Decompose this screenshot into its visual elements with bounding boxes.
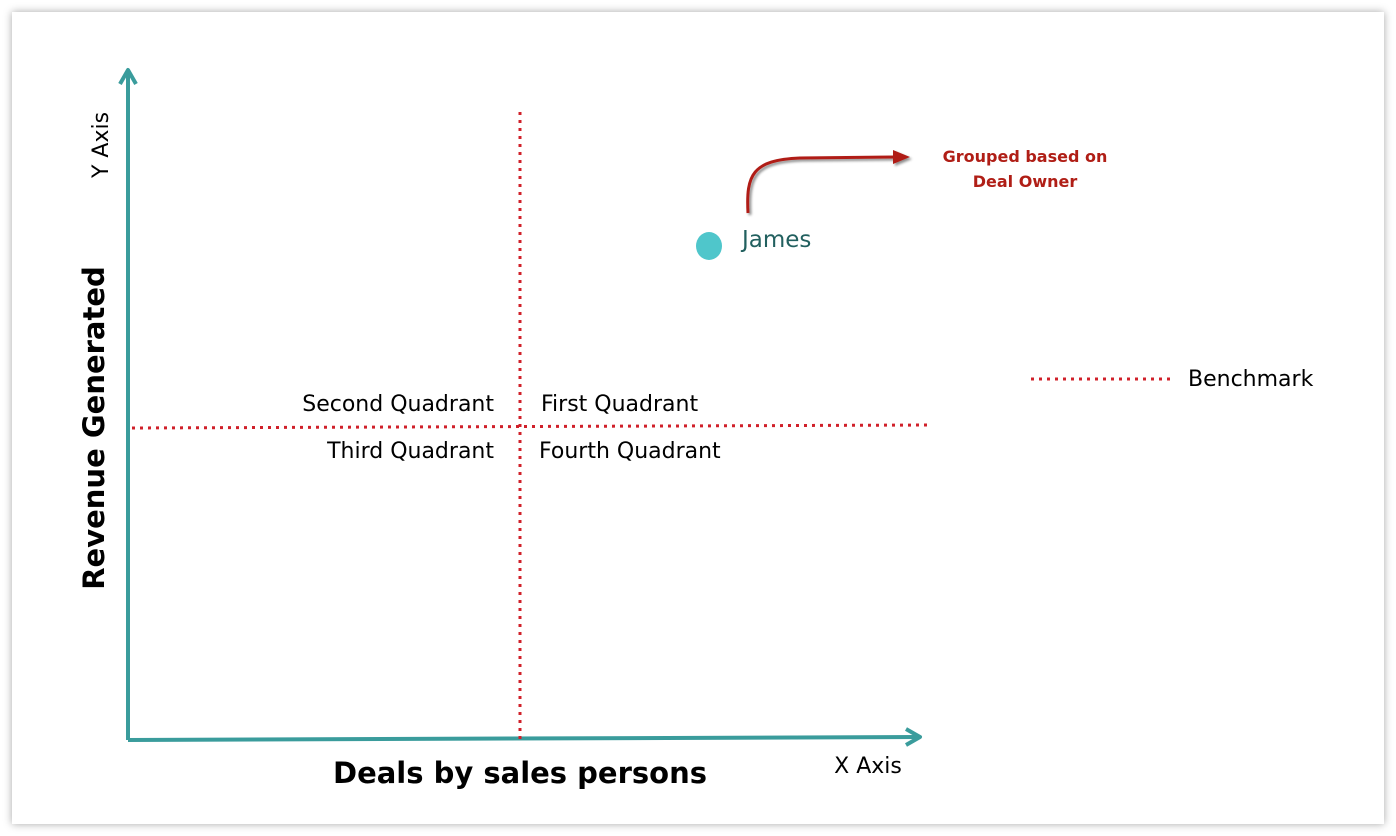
fourth-quadrant-label: Fourth Quadrant [539,439,721,464]
y-axis [118,68,138,740]
x-axis [127,727,922,747]
diagram-card [12,12,1384,824]
data-point-label: James [740,227,811,253]
data-point-james [696,232,722,260]
y-axis-title: Revenue Generated [77,266,111,590]
horizontal-benchmark-line [131,423,931,430]
y-axis-label: Y Axis [89,112,114,179]
second-quadrant-label: Second Quadrant [302,392,494,417]
legend-benchmark-label: Benchmark [1188,367,1314,392]
first-quadrant-label: First Quadrant [541,392,698,417]
x-axis-arrow-icon [905,727,922,747]
annotation-arrow-icon [746,150,910,214]
legend: Benchmark [1031,367,1314,392]
annotation-text-line1: Grouped based on [943,147,1108,166]
y-axis-arrow-icon [118,68,138,85]
x-axis-label: X Axis [834,754,902,779]
x-axis-title: Deals by sales persons [333,756,707,790]
annotation-text-line2: Deal Owner [973,172,1078,191]
third-quadrant-label: Third Quadrant [326,439,494,464]
